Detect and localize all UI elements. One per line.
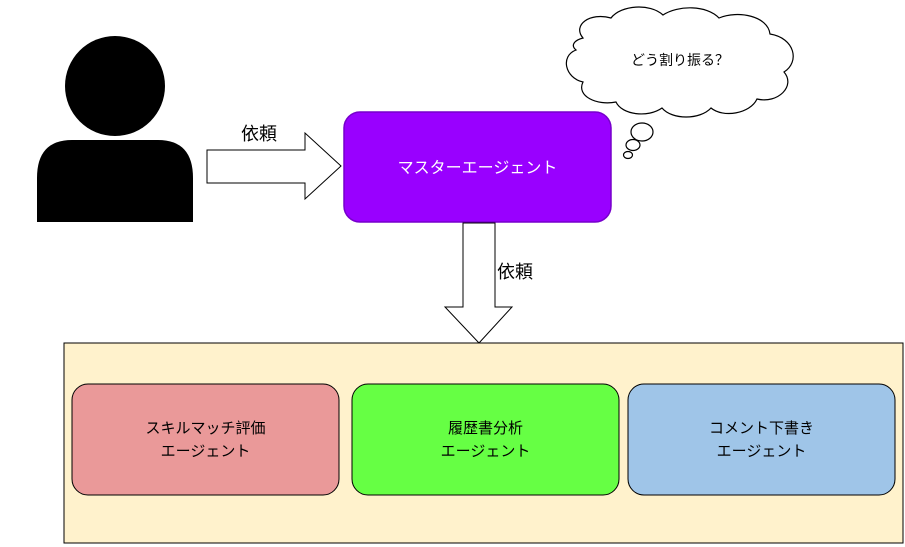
resume-analysis-agent-line2: エージェント xyxy=(440,441,531,460)
master-agent-box xyxy=(343,111,612,223)
request-arrow-label-down: 依頼 xyxy=(497,262,533,283)
skill-match-agent-line2: エージェント xyxy=(160,441,251,460)
resume-analysis-agent-line1: 履歴書分析 xyxy=(447,418,523,437)
request-arrow-down xyxy=(443,222,514,344)
comment-draft-agent-line1: コメント下書き xyxy=(708,418,814,437)
comment-draft-agent-line2: エージェント xyxy=(716,441,807,460)
person-icon xyxy=(37,36,193,222)
request-arrow-label-top: 依頼 xyxy=(241,124,277,145)
master-agent-label: マスターエージェント xyxy=(397,157,558,177)
request-arrow-right xyxy=(206,131,342,201)
skill-match-agent-box xyxy=(71,383,340,496)
thought-cloud xyxy=(565,6,794,160)
resume-analysis-agent-label: 履歴書分析 エージェント xyxy=(352,384,619,495)
resume-analysis-agent-box xyxy=(351,383,620,496)
comment-draft-agent-label: コメント下書き エージェント xyxy=(628,384,895,495)
comment-draft-agent-box xyxy=(627,383,896,496)
skill-match-agent-label: スキルマッチ評価 エージェント xyxy=(72,384,339,495)
thought-text: どう割り振る？ xyxy=(631,52,729,69)
skill-match-agent-line1: スキルマッチ評価 xyxy=(145,418,266,437)
